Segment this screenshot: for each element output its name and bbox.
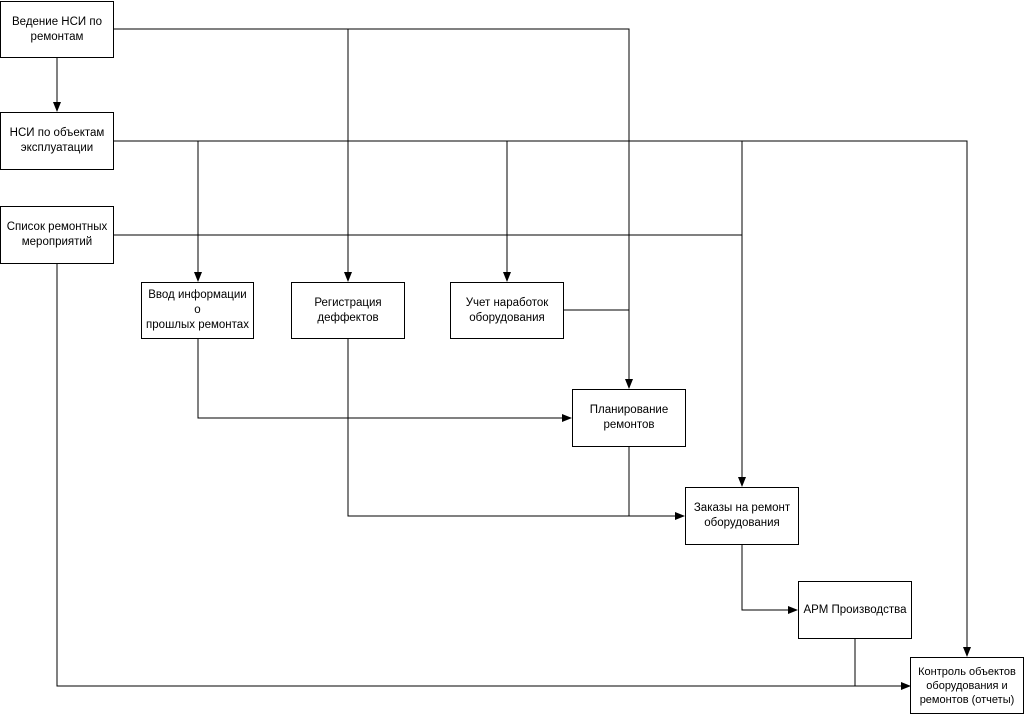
node-orders[interactable]: Заказы на ремонт оборудования [685, 487, 799, 545]
node-planning[interactable]: Планирование ремонтов [572, 389, 686, 447]
node-defects[interactable]: Регистрация деффектов [291, 282, 405, 339]
node-past-repairs[interactable]: Ввод информации о прошлых ремонтах [141, 282, 254, 339]
edge-nsi-repairs-to-planning [113, 28, 633, 389]
edge-repair-list-to-control [56, 264, 911, 690]
edge-nsi-objects-to-control [113, 140, 971, 657]
node-nsi-repairs[interactable]: Ведение НСИ по ремонтам [0, 1, 114, 58]
node-nsi-objects[interactable]: НСИ по объектам эксплуатации [0, 112, 114, 170]
node-runtime[interactable]: Учет наработок оборудования [450, 282, 564, 339]
node-control[interactable]: Контроль объектов оборудования и ремонто… [910, 657, 1024, 714]
edge-orders-to-arm [741, 545, 798, 614]
node-repair-list[interactable]: Список ремонтных мероприятий [0, 206, 114, 264]
node-arm[interactable]: АРМ Производства [798, 581, 912, 639]
edge-past-repairs-to-planning [197, 339, 572, 422]
edge-defects-to-orders [347, 339, 685, 520]
